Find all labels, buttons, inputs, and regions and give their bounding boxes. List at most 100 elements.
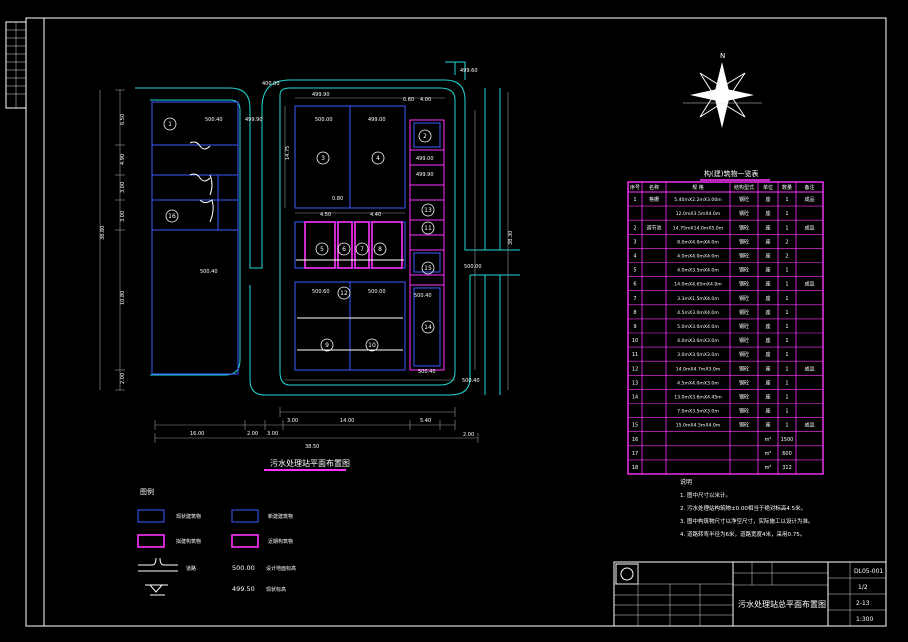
table-cell: 1 [785,268,788,274]
table-cell: 1 [785,324,788,330]
level-h: 500.00 [368,289,386,295]
dim-elev-c: 4.40 [370,212,381,218]
level-l: 500.40 [418,369,436,375]
legend-swatch-existing [137,509,165,523]
table-cell: 14.0mX4.65mX4.0m [674,282,722,288]
table-cell: 15 [632,423,638,429]
circle-label: 11 [424,225,432,232]
level-g: 500.60 [312,289,330,295]
legend-label-planned: 拟建构筑物 [176,538,201,545]
level-c: 500.40 [200,269,218,275]
table-cell: 座 [765,238,770,245]
circle-marker [421,203,435,217]
table-cell: 3 [633,239,636,245]
level-n: 499.00 [416,156,434,162]
circle-marker [320,338,334,352]
table-cell: 格栅 [649,196,659,203]
table-cell: 7 [633,296,636,302]
table-cell: 座 [765,393,770,400]
scale-value: 1:300 [856,616,873,623]
legend-label-near: 近期构筑物 [268,538,293,545]
table-header-cell: 单位 [763,184,773,191]
circle-label: 14 [424,324,432,331]
table-cell: 2 [785,253,788,259]
table-cell: 1500 [781,437,794,443]
circle-marker [315,242,329,256]
table-cell: 10 [632,338,638,344]
table-cell: 1 [633,197,636,203]
sheet-number: 1/2 [858,584,868,591]
revision-stamp [5,21,27,109]
dim-depth: 38.80 [100,226,106,240]
circle-label: 5 [320,246,324,253]
table-cell: 座 [765,252,770,259]
legend: 图例 现状建筑物 新建建筑物 拟建构筑物 近期构筑物 道路 500.00 设计地… [137,487,296,596]
legend-label-current: 现状标高 [266,586,286,593]
table-cell: 钢砼 [739,379,749,386]
level-m: 500.00 [464,264,482,270]
circle-marker [337,242,351,256]
table-cell: 座 [765,408,770,415]
level-j: 499.60 [460,68,478,74]
sheet-border [25,17,887,627]
table-cell: 11 [632,352,638,358]
table-cell: 16 [632,437,638,443]
table-cell: 钢砼 [739,309,749,316]
title-block: 污水处理站总平面布置图 DL05-001 1/2 2-13 1:300 [613,561,887,627]
circle-label: 16 [168,213,176,220]
level-a: 500.40 [205,117,223,123]
circle-marker [316,151,330,165]
table-cell: 1 [785,380,788,386]
plan-labels: 38.50 16.00 2.00 3.00 14.00 3.00 2.00 5.… [100,68,514,450]
circle-label: 12 [340,290,348,297]
circle-label: 3 [321,155,325,162]
table-header-cell: 名称 [649,184,659,191]
table-cell: 13.0mX3.6mX4.45m [674,394,722,400]
table-cell: 13 [632,380,638,386]
table-header-cell: 结构型式 [734,184,754,191]
north-arrow-icon: N [690,52,754,128]
legend-label-new: 新建建筑物 [268,513,293,520]
table-cell: 3.3mX1.5mX4.0m [677,296,719,302]
table-cell: 钢砼 [739,351,749,358]
unit-magenta-4 [371,221,403,269]
table-cell: 座 [765,309,770,316]
road-right [470,88,520,395]
circle-marker [165,209,179,223]
table-cell: 1 [785,409,788,415]
table-cell: 1 [785,211,788,217]
table-cell: 成品 [804,196,814,203]
table-cell: 钢砼 [739,393,749,400]
dim-right-total: 38.30 [508,231,514,245]
table-cell: 1 [785,225,788,231]
legend-swatch-road [138,557,178,572]
table-cell: 14.0mX4.7mX3.0m [676,366,721,372]
table-cell: 4.0mX4.0mX4.0m [677,253,719,259]
dim-note-a: 14.75 [285,146,291,160]
table-cell: 钢砼 [739,408,749,415]
table-cell: 14 [632,394,638,400]
table-cell: 座 [765,365,770,372]
circle-marker [373,242,387,256]
table-cell: 1 [785,282,788,288]
table-cell: 座 [765,351,770,358]
column-magenta [409,119,445,371]
legend-swatch-level [145,584,168,596]
table-cell: 钢砼 [739,210,749,217]
level-i: 500.40 [414,293,432,299]
table-cell: 钢砼 [739,281,749,288]
circle-marker [337,286,351,300]
circle-marker [371,151,385,165]
table-cell: 钢砼 [739,252,749,259]
legend-swatch-near [231,534,259,548]
table-title: 构(建)筑物一览表 [704,169,758,178]
notes-line-3: 3. 图中构筑物尺寸以净空尺寸，实际施工以设计为准。 [680,517,814,525]
circle-label: 9 [325,342,329,349]
building-right-mid [294,221,406,269]
level-e: 500.00 [315,117,333,123]
date-value: 2-13 [856,600,870,607]
site-plan: 污水处理站平面布置图 [99,61,520,471]
column-blue-2 [413,252,441,273]
circle-marker [421,221,435,235]
